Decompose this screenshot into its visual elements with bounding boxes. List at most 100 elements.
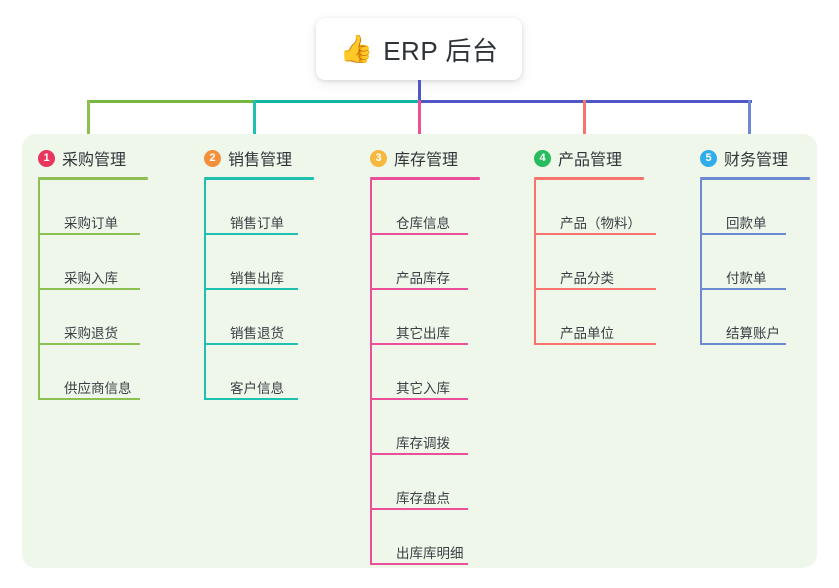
branch-column-3: 3 库存管理仓库信息产品库存其它出库其它入库库存调拨库存盘点出库库明细 (370, 146, 480, 565)
drop-connector-4 (583, 100, 586, 140)
branch-item[interactable]: 销售出库 (204, 235, 314, 290)
branch-item[interactable]: 采购入库 (38, 235, 148, 290)
branch-spine (370, 180, 372, 565)
trunk-connector (418, 80, 421, 101)
branch-item-underline (370, 563, 468, 565)
branch-underline (700, 177, 810, 180)
branch-items: 采购订单采购入库采购退货供应商信息 (38, 180, 148, 400)
branch-underline (204, 177, 314, 180)
branch-item-underline (38, 343, 140, 345)
root-node[interactable]: 👍 ERP 后台 (316, 18, 522, 80)
root-title: ERP 后台 (383, 35, 499, 66)
branch-item-underline (370, 288, 468, 290)
branch-title: 销售管理 (228, 152, 293, 169)
drop-connector-1 (87, 100, 90, 140)
branch-item[interactable]: 采购订单 (38, 180, 148, 235)
branch-item-label: 客户信息 (230, 380, 284, 396)
branch-number-badge: 3 (370, 149, 387, 167)
branch-title: 库存管理 (394, 152, 459, 169)
bus-segment-2 (253, 100, 421, 103)
branch-title: 采购管理 (62, 152, 127, 169)
branch-header-1[interactable]: 1 采购管理 (38, 146, 148, 170)
branch-header-2[interactable]: 2 销售管理 (204, 146, 314, 170)
branch-item-underline (204, 288, 298, 290)
branch-item-underline (700, 233, 786, 235)
branch-number-badge: 1 (38, 149, 55, 167)
branch-number-badge: 2 (204, 149, 221, 167)
branch-title: 产品管理 (558, 152, 623, 169)
branch-item[interactable]: 销售订单 (204, 180, 314, 235)
branch-spine (700, 180, 702, 345)
branch-item-label: 采购退货 (64, 325, 118, 341)
branch-item-label: 结算账户 (726, 325, 780, 341)
branch-item-underline (38, 398, 140, 400)
branch-underline (370, 177, 480, 180)
branch-item[interactable]: 回款单 (700, 180, 810, 235)
branch-item[interactable]: 产品分类 (534, 235, 656, 290)
branch-item[interactable]: 产品单位 (534, 290, 656, 345)
branch-items: 销售订单销售出库销售退货客户信息 (204, 180, 314, 400)
branch-items: 回款单付款单结算账户 (700, 180, 810, 345)
drop-connector-2 (253, 100, 256, 140)
branch-item-underline (700, 288, 786, 290)
branch-item-label: 产品（物料） (560, 215, 641, 231)
branch-spine (204, 180, 206, 400)
branch-number-badge: 4 (534, 149, 551, 167)
branch-item[interactable]: 付款单 (700, 235, 810, 290)
branch-items: 产品（物料） 产品分类产品单位 (534, 180, 656, 345)
branch-item-label: 回款单 (726, 215, 767, 231)
thumbs-up-icon: 👍 (339, 33, 374, 64)
branch-item-label: 仓库信息 (396, 215, 450, 231)
branch-column-4: 4 产品管理产品（物料） 产品分类产品单位 (534, 146, 656, 345)
branch-item-underline (370, 343, 468, 345)
branch-spine (534, 180, 536, 345)
branch-item[interactable]: 采购退货 (38, 290, 148, 345)
branch-item[interactable]: 产品（物料） (534, 180, 656, 235)
branch-item[interactable]: 供应商信息 (38, 345, 148, 400)
branch-item[interactable]: 产品库存 (370, 235, 480, 290)
branch-item-underline (534, 233, 656, 235)
branch-item-underline (204, 343, 298, 345)
branch-item[interactable]: 销售退货 (204, 290, 314, 345)
bus-segment-1 (87, 100, 256, 103)
branch-header-3[interactable]: 3 库存管理 (370, 146, 480, 170)
branch-item[interactable]: 库存调拨 (370, 400, 480, 455)
branch-item-label: 采购入库 (64, 270, 118, 286)
branch-item[interactable]: 其它出库 (370, 290, 480, 345)
branch-panel (22, 134, 817, 568)
branch-spine (38, 180, 40, 400)
branch-item-underline (370, 453, 468, 455)
branch-item-label: 产品库存 (396, 270, 450, 286)
branch-item-label: 销售订单 (230, 215, 284, 231)
branch-underline (38, 177, 148, 180)
branch-item[interactable]: 库存盘点 (370, 455, 480, 510)
branch-header-4[interactable]: 4 产品管理 (534, 146, 644, 170)
branch-item-label: 其它出库 (396, 325, 450, 341)
branch-item-label: 库存盘点 (396, 490, 450, 506)
branch-item-underline (204, 398, 298, 400)
branch-item-label: 销售出库 (230, 270, 284, 286)
branch-item-label: 其它入库 (396, 380, 450, 396)
branch-item-underline (700, 343, 786, 345)
branch-item[interactable]: 仓库信息 (370, 180, 480, 235)
branch-underline (534, 177, 644, 180)
drop-connector-5 (748, 100, 751, 140)
branch-item-label: 供应商信息 (64, 380, 132, 396)
branch-items: 仓库信息产品库存其它出库其它入库库存调拨库存盘点出库库明细 (370, 180, 480, 565)
branch-item[interactable]: 客户信息 (204, 345, 314, 400)
branch-item[interactable]: 其它入库 (370, 345, 480, 400)
branch-item-label: 采购订单 (64, 215, 118, 231)
branch-item[interactable]: 结算账户 (700, 290, 810, 345)
branch-column-1: 1 采购管理采购订单采购入库采购退货供应商信息 (38, 146, 148, 400)
branch-item-label: 产品单位 (560, 325, 614, 341)
branch-item-label: 产品分类 (560, 270, 614, 286)
branch-column-2: 2 销售管理销售订单销售出库销售退货客户信息 (204, 146, 314, 400)
branch-item-underline (370, 398, 468, 400)
branch-item-underline (534, 343, 656, 345)
branch-title: 财务管理 (724, 152, 789, 169)
branch-item-underline (370, 508, 468, 510)
branch-item[interactable]: 出库库明细 (370, 510, 480, 565)
